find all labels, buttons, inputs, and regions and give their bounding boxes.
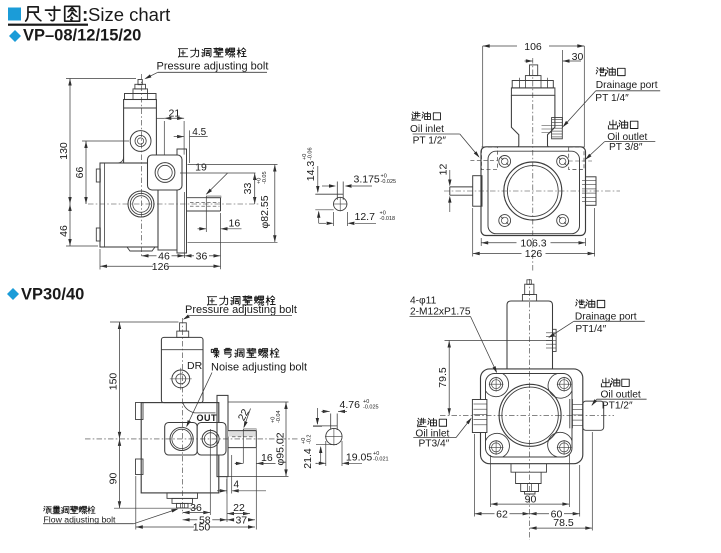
- svg-text:2-M12xP1.75: 2-M12xP1.75: [410, 307, 471, 318]
- svg-text:19: 19: [195, 162, 207, 174]
- svg-text:PT1/4″: PT1/4″: [575, 324, 606, 335]
- svg-text:Pressure adjusting bolt: Pressure adjusting bolt: [185, 304, 297, 316]
- svg-text:79.5: 79.5: [437, 367, 449, 388]
- svg-text:VP30/40: VP30/40: [21, 286, 84, 304]
- svg-text:90: 90: [107, 473, 119, 485]
- svg-text:90: 90: [525, 494, 537, 506]
- svg-text:4-φ11: 4-φ11: [410, 296, 437, 307]
- svg-text:33: 33: [242, 183, 254, 195]
- svg-text:46: 46: [158, 250, 170, 262]
- svg-text:21.4: 21.4: [302, 448, 314, 469]
- svg-text:PT 3/8″: PT 3/8″: [609, 142, 643, 153]
- svg-text:30: 30: [572, 51, 584, 63]
- svg-text:Oil outlet: Oil outlet: [601, 389, 641, 400]
- svg-text:-0.018: -0.018: [380, 216, 396, 222]
- svg-text:+0: +0: [381, 174, 387, 180]
- svg-text:12: 12: [437, 164, 449, 176]
- svg-text:Noise adjusting bolt: Noise adjusting bolt: [211, 362, 307, 374]
- svg-text:PT1/2″: PT1/2″: [602, 400, 633, 411]
- svg-text:-0.04: -0.04: [276, 410, 282, 423]
- svg-text:21: 21: [169, 107, 181, 119]
- svg-text:66: 66: [74, 167, 86, 179]
- svg-text:φ82.55: φ82.55: [259, 195, 271, 228]
- svg-text:4.76: 4.76: [340, 399, 361, 411]
- svg-text:Size chart: Size chart: [88, 4, 170, 25]
- svg-text:58: 58: [199, 514, 211, 526]
- svg-text:+0: +0: [257, 178, 263, 184]
- svg-text:60: 60: [551, 508, 563, 520]
- svg-text:-0.021: -0.021: [373, 456, 389, 462]
- svg-text:22: 22: [233, 502, 245, 514]
- svg-text:+0: +0: [301, 438, 307, 444]
- svg-text:16: 16: [261, 452, 273, 464]
- svg-text:PT 1/4″: PT 1/4″: [595, 93, 629, 104]
- svg-text:-0.2: -0.2: [307, 435, 313, 444]
- svg-text:VP–08/12/15/20: VP–08/12/15/20: [23, 27, 141, 45]
- svg-text:OUT: OUT: [197, 413, 218, 423]
- svg-text:150: 150: [193, 522, 211, 534]
- svg-text:-0.025: -0.025: [381, 179, 397, 185]
- svg-text:19.05: 19.05: [346, 451, 372, 463]
- svg-text:150: 150: [107, 373, 119, 391]
- svg-text:16: 16: [229, 218, 241, 230]
- svg-text:+0: +0: [271, 417, 277, 423]
- svg-text:126: 126: [525, 248, 543, 260]
- svg-text:-0.025: -0.025: [363, 404, 379, 410]
- svg-text:φ95.02: φ95.02: [274, 432, 286, 465]
- svg-text:62: 62: [496, 508, 508, 520]
- svg-text:+0: +0: [380, 211, 386, 217]
- svg-text:Oil inlet: Oil inlet: [415, 428, 449, 439]
- svg-text:106.3: 106.3: [520, 237, 546, 249]
- svg-text::: :: [82, 5, 88, 26]
- svg-text:DR: DR: [187, 360, 203, 372]
- svg-text:36: 36: [190, 502, 202, 514]
- svg-text:Drainage port: Drainage port: [575, 311, 637, 322]
- svg-text:12.7: 12.7: [355, 211, 376, 223]
- svg-text:+0: +0: [363, 399, 369, 405]
- svg-text:78.5: 78.5: [553, 517, 574, 529]
- svg-text:-0.05: -0.05: [262, 171, 268, 184]
- svg-text:Flow adjusting bolt: Flow adjusting bolt: [44, 515, 117, 525]
- svg-text:PT 1/2″: PT 1/2″: [413, 135, 447, 146]
- svg-text:4.5: 4.5: [192, 127, 206, 138]
- svg-text:Oil inlet: Oil inlet: [410, 124, 444, 135]
- svg-text:Pressure adjusting bolt: Pressure adjusting bolt: [157, 60, 269, 72]
- svg-text:3.175: 3.175: [354, 173, 380, 185]
- svg-text:126: 126: [152, 261, 170, 273]
- svg-text:+0: +0: [302, 154, 308, 160]
- svg-text:106: 106: [524, 41, 542, 53]
- svg-text:Drainage port: Drainage port: [596, 80, 658, 91]
- svg-text:Oil outlet: Oil outlet: [607, 132, 647, 143]
- svg-text:+0: +0: [373, 451, 379, 457]
- svg-text:22: 22: [236, 407, 252, 423]
- svg-text:PT3/4″: PT3/4″: [419, 439, 450, 450]
- svg-text:36: 36: [196, 250, 208, 262]
- svg-text:130: 130: [58, 142, 70, 160]
- svg-text:-0.06: -0.06: [308, 147, 314, 160]
- svg-text:4: 4: [234, 480, 240, 491]
- svg-text:14.3: 14.3: [305, 161, 317, 182]
- svg-text:46: 46: [58, 225, 70, 237]
- svg-text:37: 37: [235, 514, 247, 526]
